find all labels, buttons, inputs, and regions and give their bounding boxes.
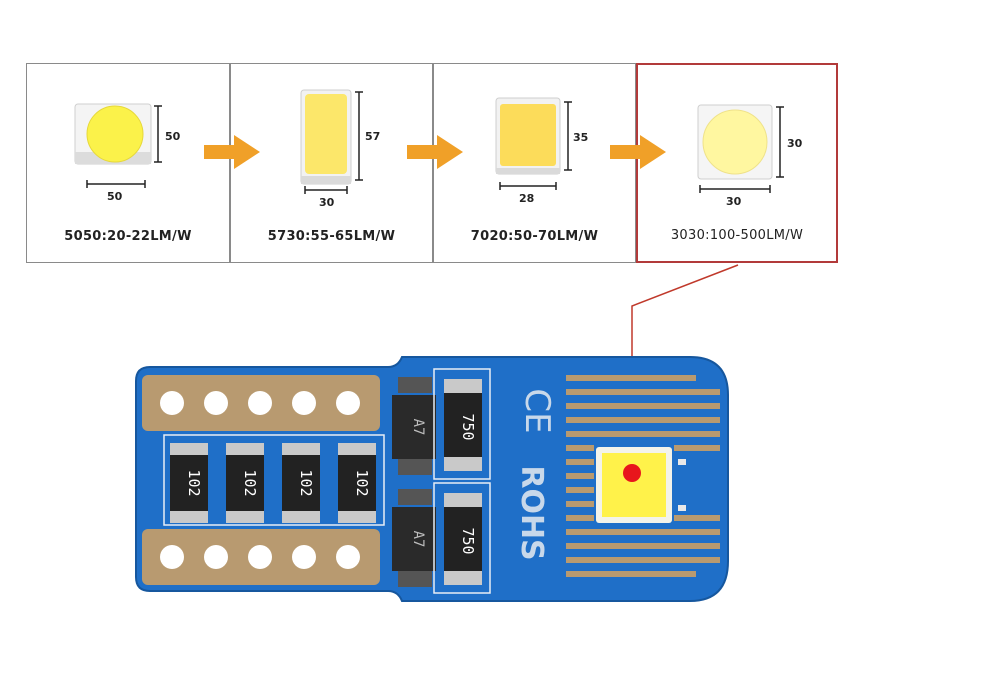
resistor-label: 102 (353, 469, 371, 496)
panel-caption: 7020:50-70LM/W (470, 229, 599, 244)
ce-mark: CE (517, 388, 557, 433)
width-label: 30 (319, 196, 335, 209)
led-pcb-board: 102 102 102 102 A7 A7 750 750 CE ROHS (135, 356, 729, 602)
height-label: 35 (573, 131, 588, 144)
height-label: 57 (365, 130, 380, 143)
chip-3030-illustration: 30 30 (697, 104, 803, 208)
chip-5050-illustration: 50 50 (74, 103, 181, 203)
arrow-right-icon (407, 135, 463, 169)
height-label: 50 (165, 130, 181, 143)
resistor-label: 102 (297, 469, 315, 496)
width-label: 50 (107, 190, 123, 203)
panel-5730: 57 30 5730:55-65LM/W (230, 63, 433, 263)
chip-7020-illustration: 35 28 (495, 97, 588, 205)
arrow-right-icon (610, 135, 666, 169)
resistor-label: 102 (185, 469, 203, 496)
resistor-label: 750 (459, 527, 477, 554)
arrow-right-icon (204, 135, 260, 169)
resistor-group (170, 443, 376, 523)
panel-caption: 3030:100-500LM/W (670, 228, 804, 243)
heatsink-traces (566, 375, 720, 577)
diode-label: A7 (410, 419, 426, 436)
led-comparison-row: 50 50 5050:20-22LM/W 57 30 5730:55-65LM/… (26, 63, 838, 265)
chip-5730-illustration: 57 30 (300, 89, 380, 209)
diode-label: A7 (410, 531, 426, 548)
width-label: 28 (519, 192, 534, 205)
resistor-label: 750 (459, 413, 477, 440)
panel-caption: 5050:20-22LM/W (64, 229, 192, 244)
width-label: 30 (726, 195, 742, 208)
height-label: 30 (787, 137, 803, 150)
panel-7020: 35 28 7020:50-70LM/W (433, 63, 636, 263)
panel-5050: 50 50 5050:20-22LM/W (26, 63, 230, 263)
panel-3030: 30 30 3030:100-500LM/W (636, 63, 838, 263)
rohs-mark: ROHS (514, 465, 549, 560)
panel-caption: 5730:55-65LM/W (267, 229, 396, 244)
resistor-label: 102 (241, 469, 259, 496)
